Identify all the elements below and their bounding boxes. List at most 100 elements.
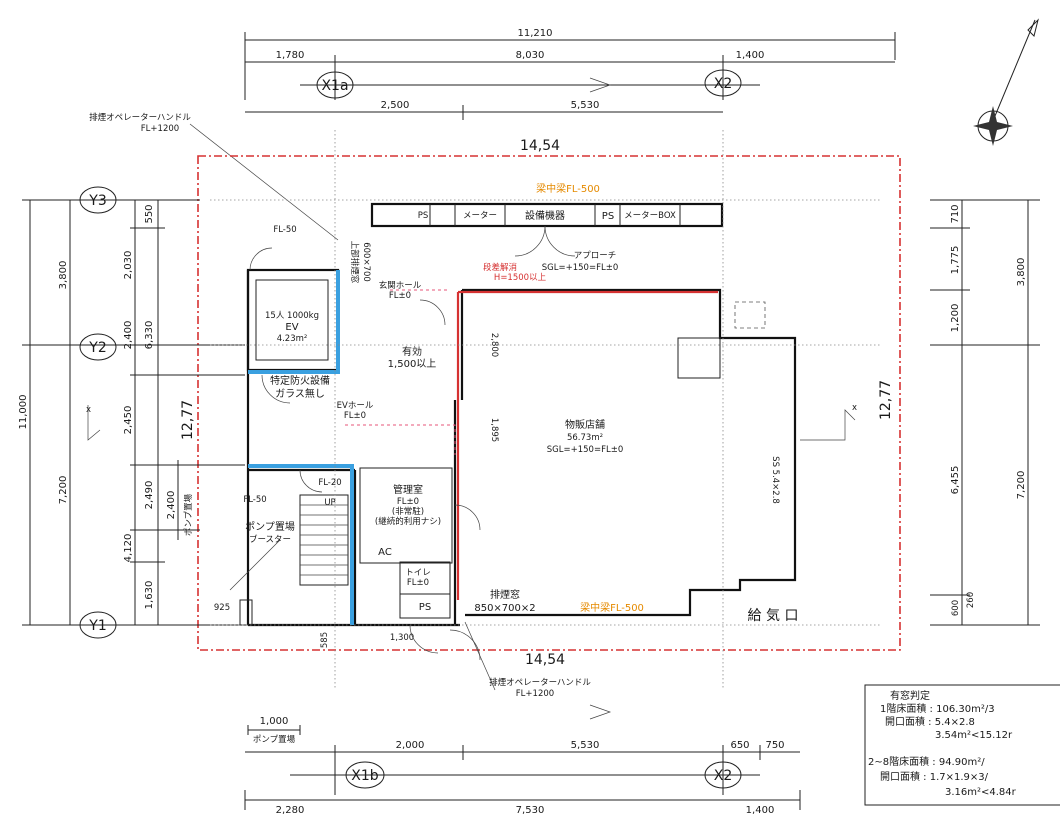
- judgement-title: 有窓判定: [890, 689, 930, 702]
- svg-text:Y3: Y3: [88, 193, 106, 209]
- booster-label: ブースター: [249, 534, 291, 545]
- svg-text:4,120: 4,120: [123, 534, 134, 563]
- left-dimension-lines: 11,000 3,800 7,200 2,030 550 2,400 6,330…: [18, 199, 245, 626]
- svg-text:550: 550: [144, 204, 155, 223]
- intake-label: 給 気 口: [748, 608, 799, 624]
- svg-text:x: x: [852, 403, 857, 413]
- level-diff-label: 段差解消: [483, 262, 517, 273]
- admin-label: 管理室: [393, 483, 423, 496]
- effective-label: 有効: [402, 345, 422, 358]
- svg-text:X2: X2: [714, 76, 733, 92]
- site-boundary: [197, 155, 901, 651]
- ps-box-label: メーターBOX: [624, 211, 676, 221]
- svg-text:2,280: 2,280: [276, 805, 305, 816]
- dim-1300: 1,300: [390, 633, 414, 643]
- svg-text:2,030: 2,030: [123, 251, 134, 280]
- judgement-l1: 1階床面積 : 106.30m²/3: [880, 702, 995, 715]
- ev-capacity: 15人 1000kg: [265, 311, 319, 321]
- svg-text:260: 260: [966, 592, 976, 608]
- svg-text:FL+1200: FL+1200: [516, 689, 554, 699]
- svg-text:600: 600: [951, 600, 961, 616]
- svg-text:3,800: 3,800: [58, 261, 69, 290]
- svg-text:6,455: 6,455: [950, 466, 961, 495]
- admin-note-1: (非常駐): [392, 506, 424, 517]
- svg-text:排煙オペレーターハンドル: 排煙オペレーターハンドル: [89, 112, 191, 123]
- fl-20: FL-20: [318, 478, 341, 488]
- judgement-l2: 開口面積 : 5.4×2.8: [885, 715, 975, 728]
- dim-1895: 1,895: [489, 418, 499, 442]
- top-dimension-lines: 11,210 1,780 8,030 1,400 2,500 5,530: [244, 28, 896, 120]
- opening-label: SS 5.4×2.8: [770, 456, 780, 504]
- smoke-exhaust-size: 600×700: [361, 242, 371, 282]
- grid-bubble-x1b: X1b: [345, 761, 385, 789]
- shop-smoke-line: [456, 290, 718, 600]
- ev-label: EV: [285, 322, 298, 333]
- dim-top-seg2: 8,030: [516, 50, 545, 61]
- ps-label-3: PS: [419, 602, 431, 613]
- svg-text:1,400: 1,400: [746, 805, 775, 816]
- effective-width: 1,500以上: [388, 358, 437, 370]
- hall-label: 玄関ホール: [379, 280, 422, 291]
- shop-area: 56.73m²: [567, 433, 603, 443]
- pump-label: ポンプ置場: [245, 520, 295, 533]
- ev-area: 4.23m²: [277, 334, 308, 344]
- svg-text:1,200: 1,200: [950, 304, 961, 333]
- svg-text:1,630: 1,630: [144, 581, 155, 610]
- ps-label-1: PS: [418, 211, 429, 221]
- beam-note-top: 梁中梁FL-500: [536, 182, 600, 195]
- approach-label: アプローチ: [574, 251, 617, 261]
- svg-text:750: 750: [765, 740, 784, 751]
- svg-text:ポンプ置場: ポンプ置場: [183, 493, 194, 536]
- toilet-label: トイレ: [405, 568, 431, 578]
- ev-hall-label: EVホール: [337, 401, 374, 411]
- up-label: UP: [324, 498, 335, 508]
- fl-50-a: FL-50: [273, 225, 296, 235]
- admin-fl: FL±0: [397, 497, 419, 507]
- dim-top-sub2: 5,530: [571, 100, 600, 111]
- grid-bubble-y1: Y1: [79, 611, 117, 639]
- svg-text:650: 650: [730, 740, 749, 751]
- svg-text:Y2: Y2: [88, 340, 106, 356]
- svg-text:X1b: X1b: [351, 768, 378, 784]
- grid-dots: [210, 130, 880, 690]
- right-dimension-lines: 710 1,775 1,200 6,455 260 600 3,800 7,20…: [800, 199, 1040, 626]
- admin-note-2: (継続的利用ナシ): [375, 516, 441, 527]
- dim-overall-top: 11,210: [518, 28, 553, 39]
- svg-text:2,400: 2,400: [166, 491, 177, 520]
- svg-text:5,530: 5,530: [571, 740, 600, 751]
- level-diff-label-2: H=1500以上: [494, 273, 547, 283]
- judgement-l6: 3.16m²<4.84r: [945, 787, 1017, 798]
- shop-label: 物販店舗: [565, 418, 605, 431]
- grid-bubble-y3: Y3: [79, 186, 117, 214]
- beam-note-bottom: 梁中梁FL-500: [580, 601, 644, 614]
- smoke-window-size: 850×700×2: [474, 603, 535, 614]
- dim-top-seg3: 1,400: [736, 50, 765, 61]
- svg-text:X2: X2: [714, 768, 733, 784]
- equipment-label: 設備機器: [525, 209, 565, 222]
- svg-text:x: x: [86, 405, 91, 415]
- svg-text:2,000: 2,000: [396, 740, 425, 751]
- dim-top-seg1: 1,780: [276, 50, 305, 61]
- ac-label: AC: [378, 547, 392, 558]
- fl-50-b: FL-50: [243, 495, 266, 505]
- svg-text:2,450: 2,450: [123, 406, 134, 435]
- site-width-bottom: 14,54: [525, 652, 565, 668]
- smoke-window-label: 排煙窓: [490, 588, 520, 601]
- svg-text:3,800: 3,800: [1016, 258, 1027, 287]
- grid-bubble-x1a: X1a: [316, 71, 354, 99]
- svg-text:2,400: 2,400: [123, 321, 134, 350]
- glass-label: ガラス無し: [275, 387, 325, 400]
- svg-text:FL+1200: FL+1200: [141, 124, 179, 134]
- smoke-exhaust-vertical: 上部排煙窓: [349, 241, 360, 284]
- north-arrow-icon: [973, 18, 1039, 146]
- svg-text:2,490: 2,490: [144, 481, 155, 510]
- bottom-dimension-lines: 1,000 ポンプ置場 2,000 5,530 650 750 2,280 7,…: [244, 704, 801, 816]
- dim-top-sub1: 2,500: [381, 100, 410, 111]
- judgement-l3: 3.54m²<15.12r: [935, 730, 1013, 741]
- grid-bubble-x2-bottom: X2: [704, 761, 742, 789]
- building-walls: [229, 202, 797, 627]
- window-judgement-box: 有窓判定 1階床面積 : 106.30m²/3 開口面積 : 5.4×2.8 3…: [864, 684, 1060, 806]
- judgement-l5: 開口面積 : 1.7×1.9×3/: [880, 770, 989, 783]
- ps-label-2: PS: [602, 211, 614, 222]
